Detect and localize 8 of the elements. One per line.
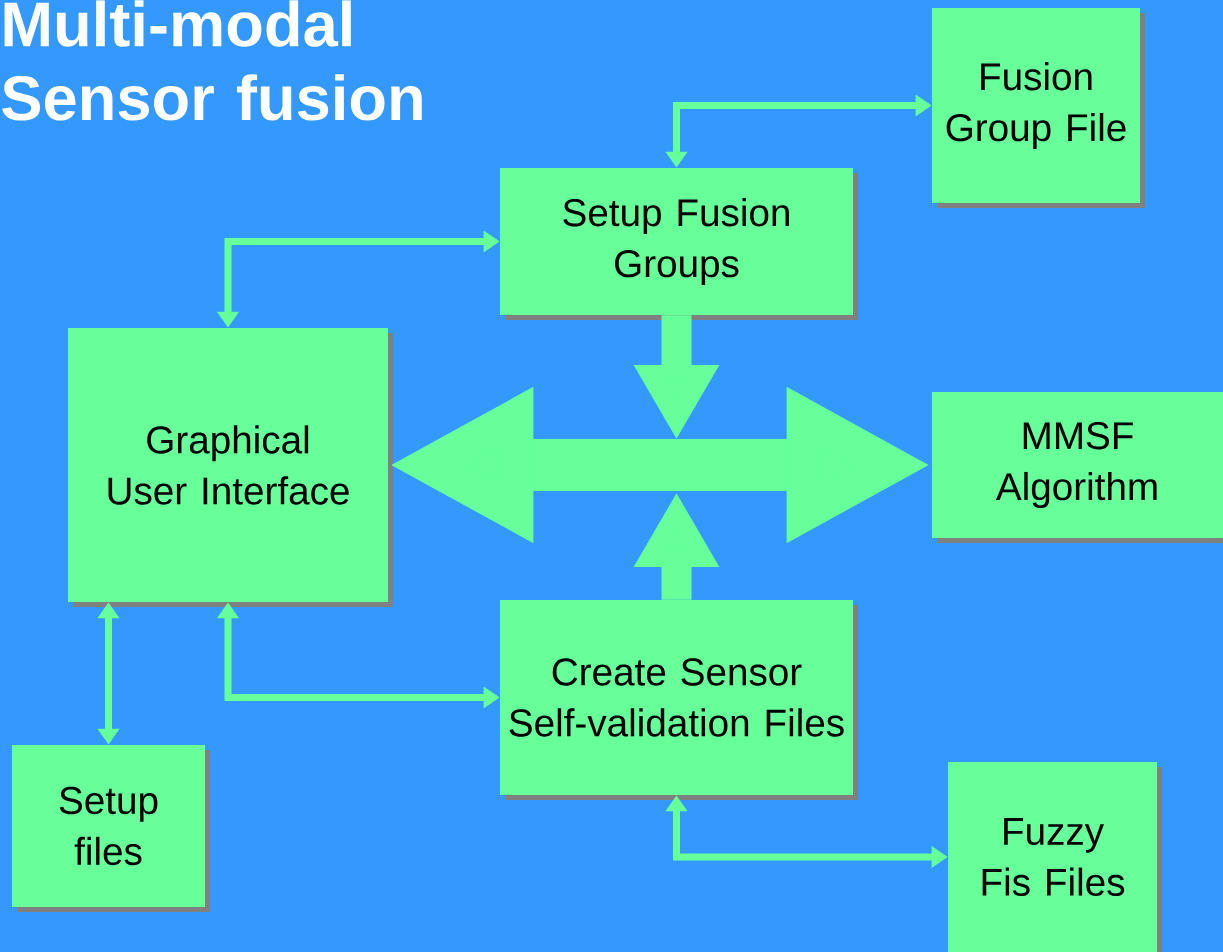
process-box: Create Sensor Self-validation Files (500, 600, 858, 800)
process-box: Fusion Group File (932, 8, 1145, 208)
title: Multi-modal Sensor fusion (2, 0, 422, 121)
process-box: Fuzzy Fis Files (948, 762, 1162, 952)
process-box: MMSF Algorithm (932, 392, 1223, 543)
process-box: Setup Fusion Groups (500, 168, 858, 320)
process-box: Setup files (12, 745, 210, 912)
process-box: Graphical User Interface (68, 328, 393, 607)
